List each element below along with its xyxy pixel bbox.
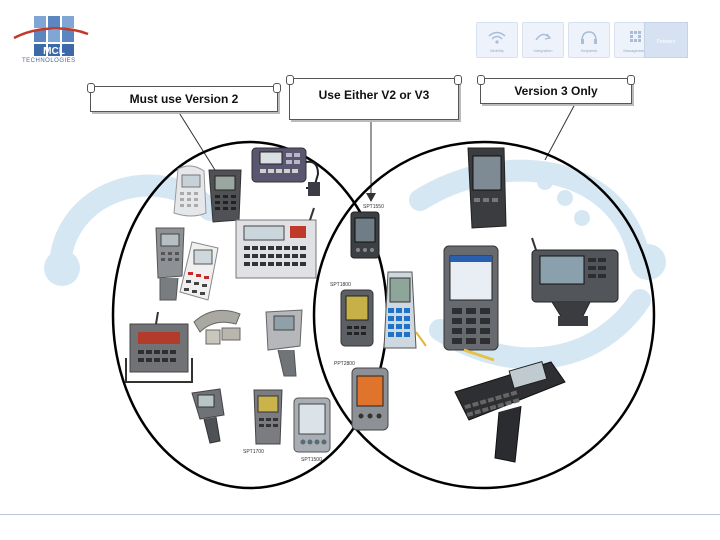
device-image bbox=[383, 271, 427, 349]
device-image bbox=[340, 289, 374, 347]
headset-icon bbox=[581, 31, 597, 44]
company-logo: MCL bbox=[13, 16, 89, 57]
device-image bbox=[208, 169, 242, 223]
nav-label: Mobility bbox=[490, 48, 504, 53]
device-image bbox=[531, 237, 619, 326]
pin-icon bbox=[627, 75, 635, 85]
device-image bbox=[155, 227, 185, 301]
device-image bbox=[265, 309, 303, 377]
left-connector bbox=[177, 110, 216, 171]
callout-left-text: Must use Version 2 bbox=[129, 92, 239, 106]
nav-label: Helpdesk bbox=[580, 48, 598, 53]
device-label-spt1700: SPT1700 bbox=[243, 449, 264, 455]
pin-icon bbox=[454, 75, 462, 85]
device-image bbox=[350, 211, 380, 259]
partners-box[interactable]: Partners bbox=[644, 22, 688, 58]
pin-icon bbox=[286, 75, 294, 85]
logo-subtext: TECHNOLOGIES bbox=[22, 58, 76, 64]
device-image bbox=[253, 389, 283, 445]
partners-label: Partners bbox=[656, 39, 676, 45]
cycle-icon bbox=[535, 33, 552, 41]
pin-icon bbox=[87, 83, 95, 93]
device-label-spt1800: SPT1800 bbox=[330, 282, 351, 288]
device-image bbox=[443, 245, 499, 362]
device-image bbox=[235, 207, 317, 279]
device-image bbox=[179, 241, 219, 301]
footer-divider bbox=[0, 514, 720, 515]
device-image bbox=[293, 397, 331, 453]
device-image bbox=[251, 147, 320, 196]
pin-icon bbox=[273, 83, 281, 93]
callout-right-text: Version 3 Only bbox=[514, 84, 598, 98]
device-image bbox=[454, 361, 566, 463]
nav-helpdesk[interactable]: Helpdesk bbox=[568, 22, 610, 58]
callout-version3-only: Version 3 Only bbox=[477, 75, 635, 104]
pin-icon bbox=[477, 75, 485, 85]
wireless-icon bbox=[488, 31, 506, 44]
device-image bbox=[191, 388, 225, 444]
nav-label: Integration bbox=[533, 48, 553, 53]
device-image bbox=[125, 311, 193, 383]
grid-icon bbox=[630, 31, 641, 42]
device-label-spt1500: SPT1500 bbox=[301, 457, 322, 463]
device-image bbox=[193, 309, 241, 345]
logo-letters: MCL bbox=[43, 46, 65, 57]
callout-must-use-v2: Must use Version 2 bbox=[87, 83, 281, 112]
device-label-spt1550: SPT1550 bbox=[363, 204, 384, 210]
device-label-ppt2800: PPT2800 bbox=[334, 361, 355, 367]
nav-label: Management bbox=[623, 48, 647, 53]
device-image bbox=[173, 165, 207, 217]
callout-either-v2-v3: Use Either V2 or V3 bbox=[286, 75, 462, 120]
device-image bbox=[351, 367, 389, 431]
nav-integration[interactable]: Integration bbox=[522, 22, 564, 58]
right-connector bbox=[544, 103, 576, 161]
device-image bbox=[467, 147, 507, 229]
nav-mobility[interactable]: Mobility bbox=[476, 22, 518, 58]
middle-arrowhead bbox=[366, 193, 376, 202]
version3-ellipse bbox=[312, 140, 656, 490]
callout-middle-text: Use Either V2 or V3 bbox=[318, 88, 430, 102]
